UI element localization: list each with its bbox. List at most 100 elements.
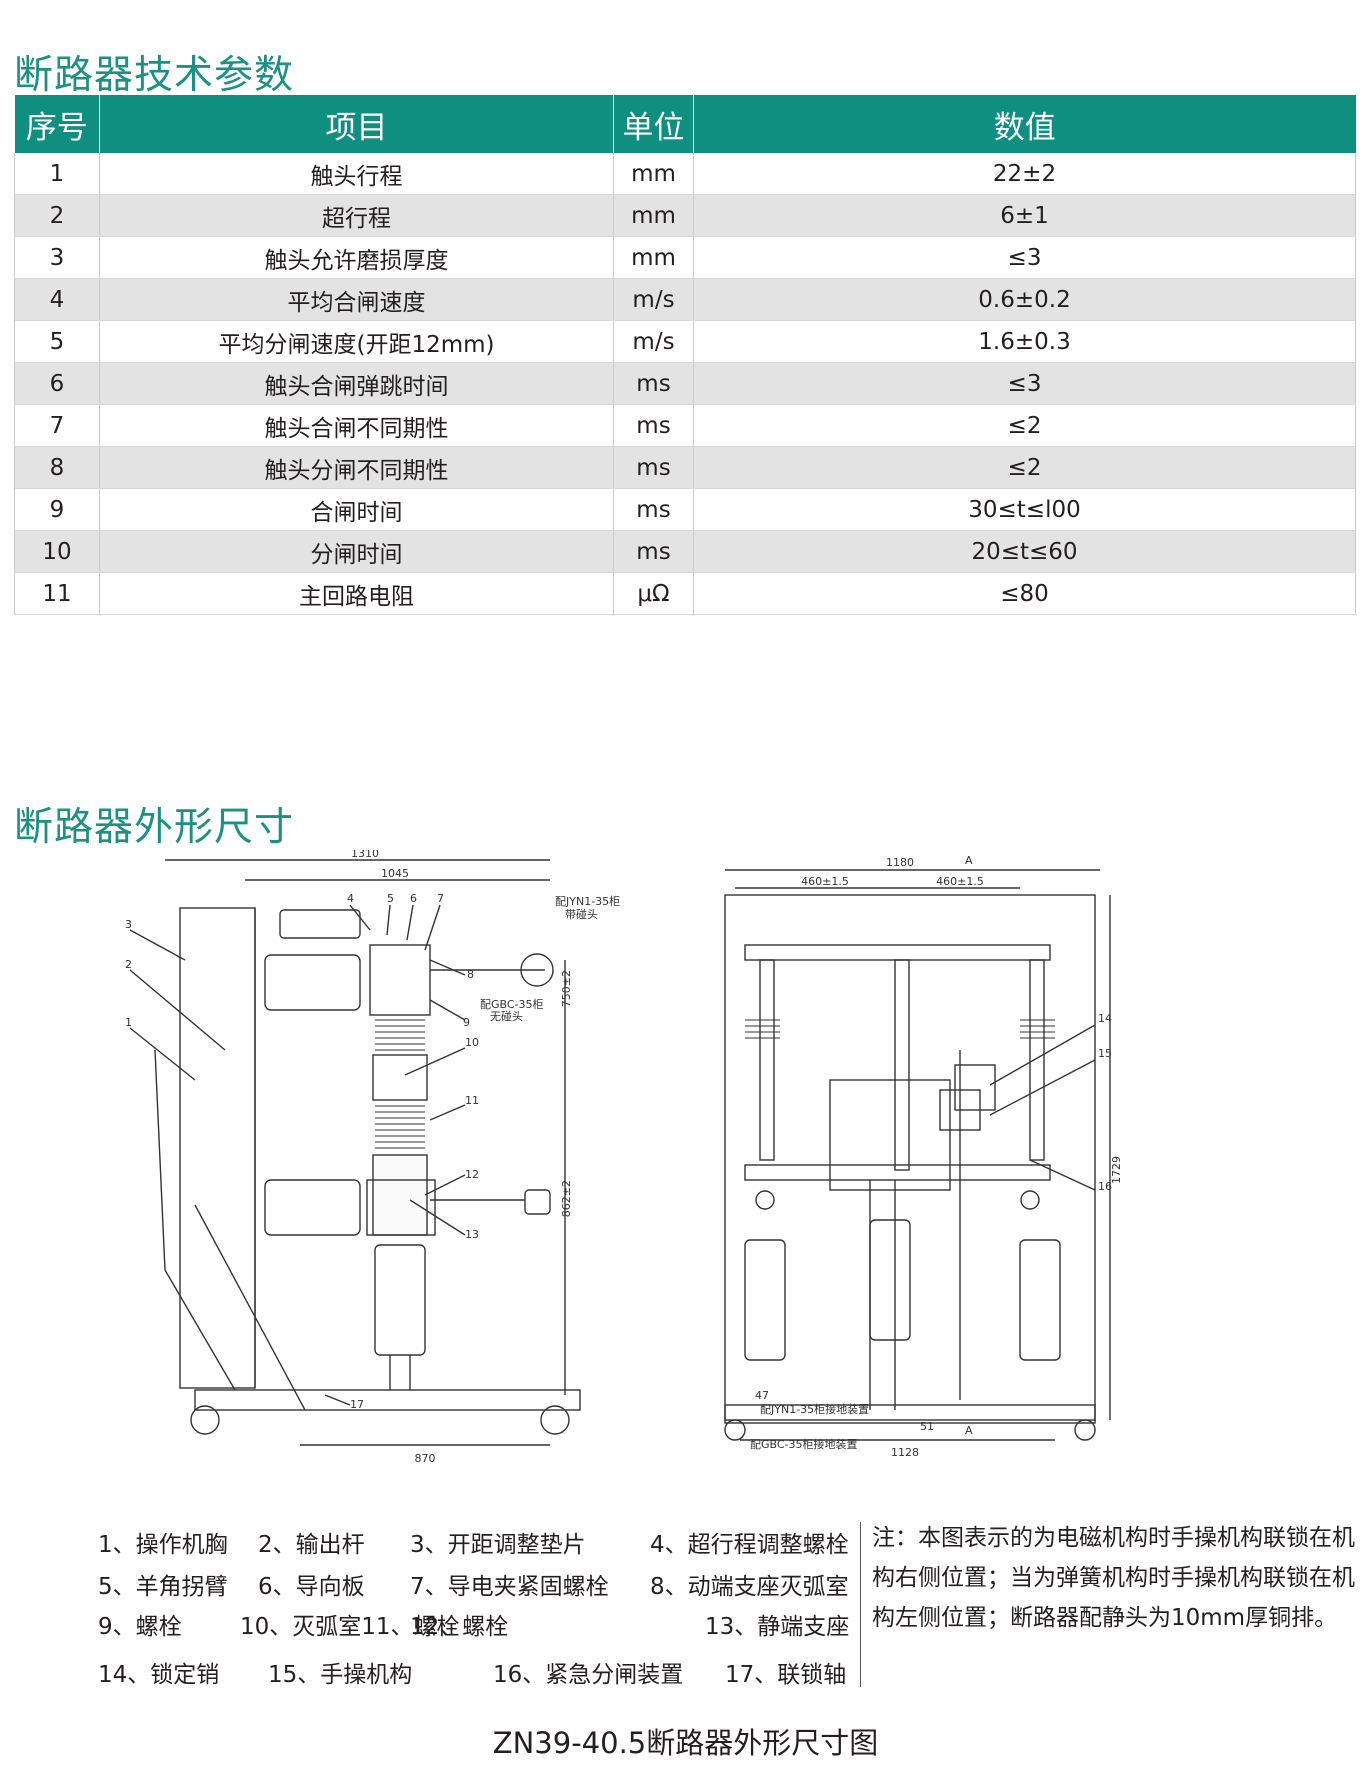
callout-number: 7 — [437, 892, 444, 905]
legend-item: 7、导电夹紧固螺栓 — [410, 1574, 609, 1600]
legend-item: 3、开距调整垫片 — [410, 1532, 586, 1558]
callout-number: 15 — [1098, 1047, 1112, 1060]
row-item: 触头分闸不同期性 — [99, 446, 614, 489]
row-item: 平均分闸速度(开距12mm) — [99, 320, 614, 363]
dimension-label: 51 — [920, 1420, 934, 1433]
row-value: 30≤t≤l00 — [693, 488, 1356, 531]
callout-number: 2 — [125, 958, 132, 971]
row-item: 触头合闸弹跳时间 — [99, 362, 614, 405]
drawing-annotation: 配JYN1-35柜接地装置 — [760, 1403, 869, 1416]
row-index: 10 — [14, 530, 100, 573]
legend-item: 9、螺栓 — [98, 1614, 182, 1640]
row-index: 4 — [14, 278, 100, 321]
header-index: 序号 — [14, 95, 100, 153]
row-unit: mm — [613, 153, 694, 195]
dims-section-title: 断路器外形尺寸 — [14, 805, 295, 851]
dimension-label: 47 — [755, 1389, 769, 1402]
callout-number: 17 — [350, 1398, 364, 1411]
row-unit: m/s — [613, 278, 694, 321]
header-item: 项目 — [99, 95, 614, 153]
legend-item: 15、手操机构 — [268, 1662, 413, 1688]
row-unit: ms — [613, 362, 694, 405]
row-unit: ms — [613, 488, 694, 531]
callout-number: 9 — [463, 1016, 470, 1029]
row-value: ≤3 — [693, 362, 1356, 405]
header-unit: 单位 — [613, 95, 694, 153]
drawing-note: 注：本图表示的为电磁机构时手操机构联锁在机构右侧位置；当为弹簧机构时手操机构联锁… — [872, 1525, 1355, 1631]
row-item: 超行程 — [99, 194, 614, 237]
row-value: ≤2 — [693, 446, 1356, 489]
callout-number: 16 — [1098, 1180, 1112, 1193]
callout-number: 10 — [465, 1036, 479, 1049]
dimension-label: 460±1.5 — [936, 875, 984, 888]
legend-item: 4、超行程调整螺栓 — [650, 1532, 849, 1558]
note-divider — [860, 1522, 861, 1687]
drawing-annotation: 配GBC-35柜 — [480, 998, 544, 1011]
legend-item: 5、羊角拐臂 — [98, 1574, 228, 1600]
row-index: 9 — [14, 488, 100, 531]
row-unit: μΩ — [613, 572, 694, 615]
row-item: 合闸时间 — [99, 488, 614, 531]
row-item: 主回路电阻 — [99, 572, 614, 615]
row-item: 平均合闸速度 — [99, 278, 614, 321]
callout-number: 11 — [465, 1094, 479, 1107]
callout-number: 8 — [467, 968, 474, 981]
row-item: 触头允许磨损厚度 — [99, 236, 614, 279]
drawing-annotation: 配JYN1-35柜 — [555, 895, 620, 908]
row-item: 分闸时间 — [99, 530, 614, 573]
params-section-title: 断路器技术参数 — [14, 53, 295, 99]
callout-number: 6 — [410, 892, 417, 905]
row-value: 1.6±0.3 — [693, 320, 1356, 363]
legend-item: 10、灭弧室11、螺栓 — [240, 1614, 460, 1640]
drawing-annotation: 无碰头 — [490, 1010, 523, 1023]
dimension-label: 1180 — [886, 856, 914, 869]
callout-number: 14 — [1098, 1012, 1112, 1025]
row-index: 1 — [14, 153, 100, 195]
row-unit: ms — [613, 446, 694, 489]
legend-item: 6、导向板 — [258, 1574, 365, 1600]
section-mark: A — [965, 1424, 973, 1437]
row-index: 2 — [14, 194, 100, 237]
dimension-label: 750±2 — [560, 970, 573, 1007]
row-index: 3 — [14, 236, 100, 279]
callout-number: 1 — [125, 1016, 132, 1029]
dimension-label: 1310 — [351, 850, 379, 860]
row-item: 触头行程 — [99, 153, 614, 195]
row-value: 20≤t≤60 — [693, 530, 1356, 573]
callout-number: 12 — [465, 1168, 479, 1181]
dimension-label: 1045 — [381, 867, 409, 880]
row-value: 6±1 — [693, 194, 1356, 237]
row-value: ≤80 — [693, 572, 1356, 615]
legend-item: 8、动端支座灭弧室 — [650, 1574, 849, 1600]
legend-item: 2、输出杆 — [258, 1532, 365, 1558]
dimension-label: 870 — [415, 1452, 436, 1465]
legend-item: 14、锁定销 — [98, 1662, 220, 1688]
legend-item: 1、操作机胸 — [98, 1532, 228, 1558]
row-index: 7 — [14, 404, 100, 447]
drawing-annotation: 带碰头 — [565, 908, 598, 921]
row-index: 6 — [14, 362, 100, 405]
legend-item: 12、螺栓 — [410, 1614, 509, 1640]
legend-item: 16、紧急分闸装置 — [493, 1662, 684, 1688]
row-value: ≤2 — [693, 404, 1356, 447]
legend-item: 17、联锁轴 — [725, 1662, 847, 1688]
row-unit: ms — [613, 404, 694, 447]
row-index: 11 — [14, 572, 100, 615]
callout-number: 5 — [387, 892, 394, 905]
row-value: 0.6±0.2 — [693, 278, 1356, 321]
dimension-label: 1729 — [1110, 1156, 1123, 1184]
callout-number: 13 — [465, 1228, 479, 1241]
row-unit: mm — [613, 236, 694, 279]
row-index: 8 — [14, 446, 100, 489]
